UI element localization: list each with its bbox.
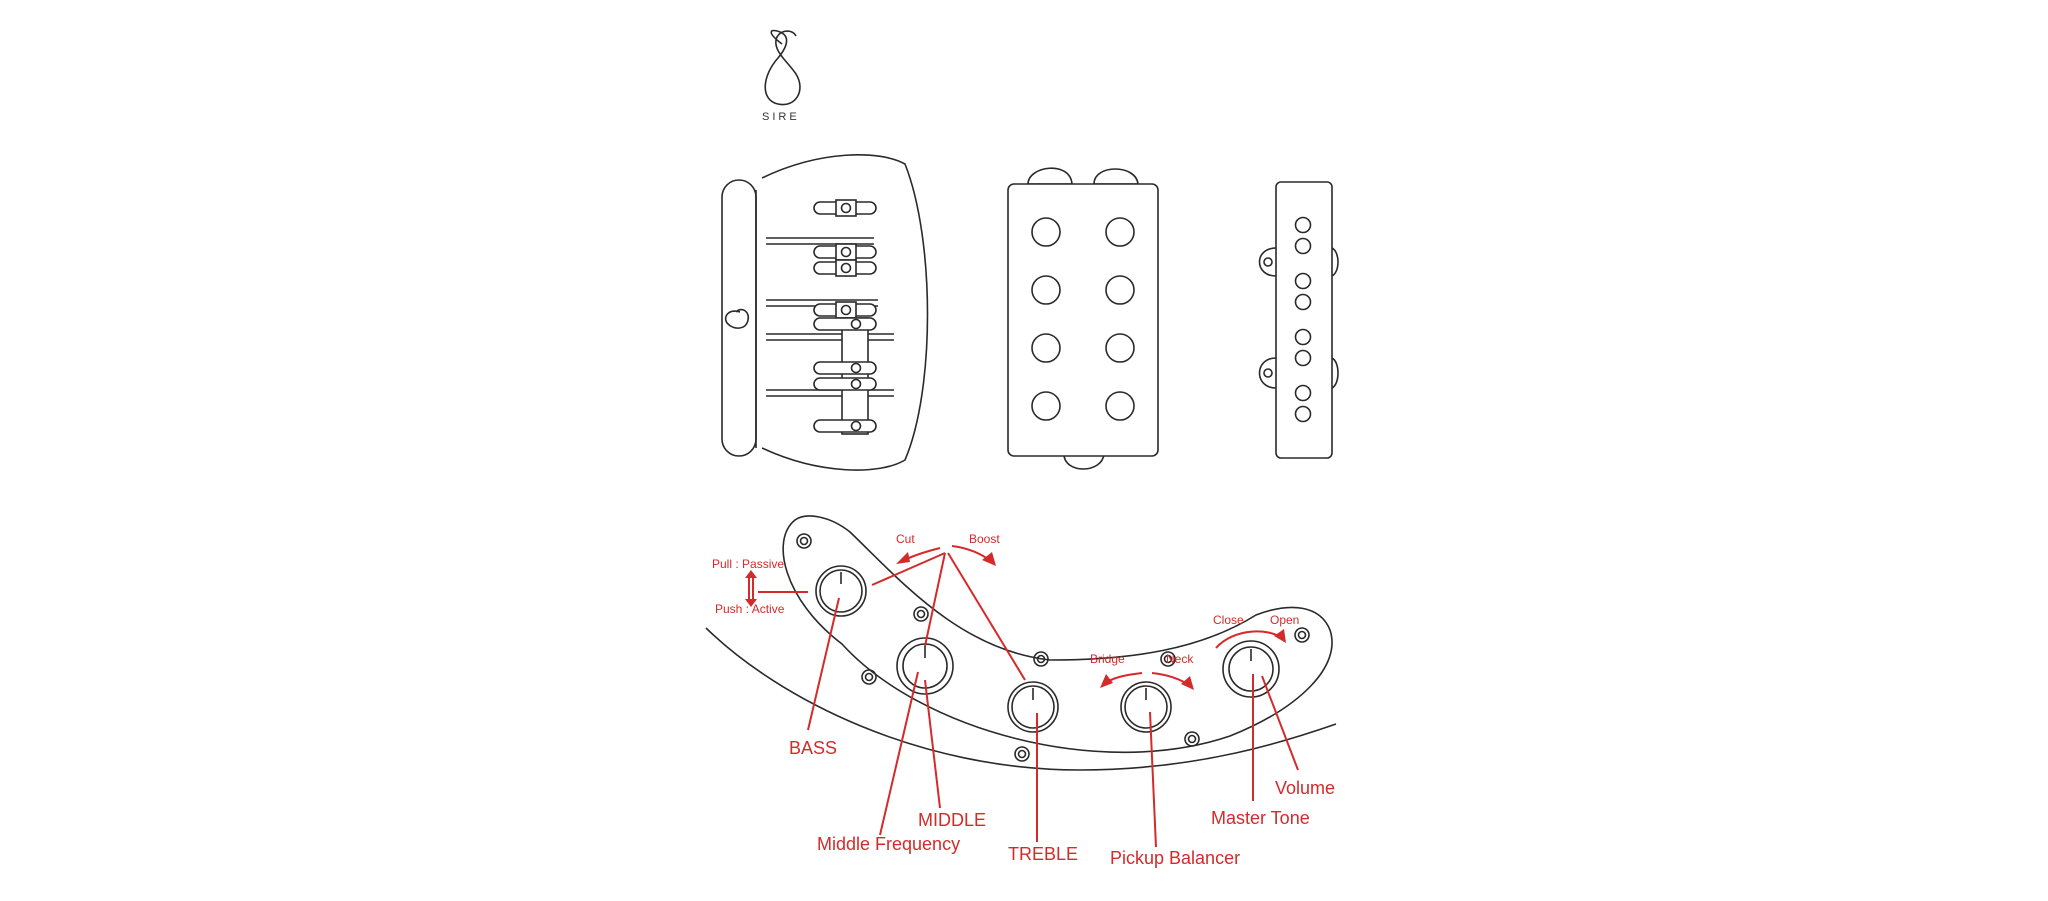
mounting-screws (796, 533, 1310, 762)
annotations: Cut Boost Pull : Passive Push : Active B… (712, 532, 1335, 868)
knob-bass (815, 565, 867, 617)
close-label: Close (1213, 613, 1244, 627)
bridge-logo-icon (724, 308, 750, 329)
master-tone-label: Master Tone (1211, 808, 1310, 828)
knob-volume (1222, 640, 1280, 698)
neck-label: Neck (1166, 652, 1194, 666)
bass-label: BASS (789, 738, 837, 758)
bridge-saddles (766, 199, 894, 435)
sire-logo: SIRE (762, 29, 801, 123)
open-label: Open (1270, 613, 1299, 627)
jazz-pickup-drawing (1258, 181, 1339, 459)
pickup-balancer-label: Pickup Balancer (1110, 848, 1240, 868)
logo-wordmark: SIRE (762, 111, 800, 123)
pull-passive-label: Pull : Passive (712, 557, 784, 571)
middle-label: MIDDLE (918, 810, 986, 830)
cut-label: Cut (896, 532, 915, 546)
pole-pieces (1031, 217, 1135, 421)
humbucker-pickup-drawing (1007, 167, 1159, 470)
treble-label: TREBLE (1008, 844, 1078, 864)
volume-label: Volume (1275, 778, 1335, 798)
control-plate-drawing (705, 515, 1337, 771)
push-active-label: Push : Active (715, 602, 785, 616)
middle-frequency-label: Middle Frequency (817, 834, 960, 854)
knob-pickup-balancer (1120, 681, 1172, 733)
knob-treble (1007, 681, 1059, 733)
jazz-pole-pieces (1294, 216, 1312, 423)
boost-label: Boost (969, 532, 1000, 546)
bridge-label: Bridge (1090, 652, 1125, 666)
bridge-drawing (721, 154, 929, 471)
